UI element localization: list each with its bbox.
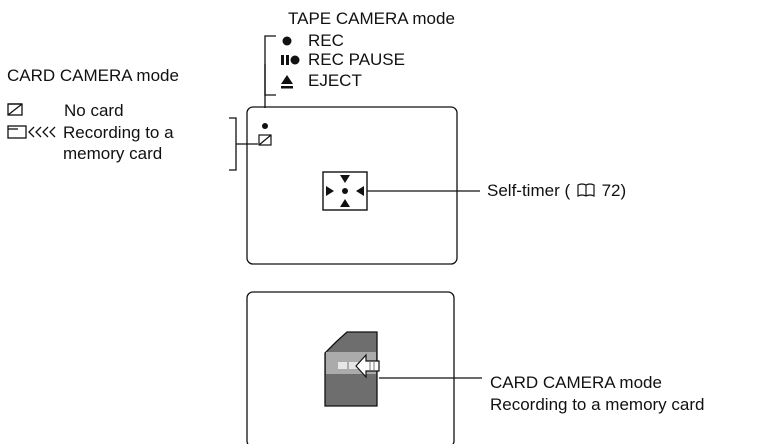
card-camera-caption-line2: Recording to a memory card [490,395,705,414]
card-camera-caption-line1: CARD CAMERA mode [490,373,662,392]
no-card-indicator-icon [258,134,272,146]
lower-screen-frame [246,291,455,444]
card-recording-icon [7,125,56,139]
self-timer-icon [322,171,368,211]
rec-pause-icon [281,55,300,65]
no-card-icon [7,103,23,116]
upper-screen-frame [246,106,458,265]
tape-mode-title: TAPE CAMERA mode [288,9,455,28]
rec-dot-icon [282,36,292,46]
tape-mode-bracket [264,35,276,108]
rec-indicator-dot [262,123,268,129]
card-recording-label-line2: memory card [63,144,163,163]
self-timer-text: Self-timer ( [487,181,571,200]
self-timer-page-ref: 72) [601,181,627,200]
card-mode-title: CARD CAMERA mode [7,66,179,85]
book-ref-icon [577,183,595,197]
eject-icon [281,75,293,89]
memory-card-icon [324,331,380,407]
rec-pause-label: REC PAUSE [308,50,405,69]
card-recording-label-line1: Recording to a [63,123,174,142]
no-card-label: No card [64,101,124,120]
rec-label: REC [308,31,344,50]
self-timer-label: Self-timer ( 72) [487,181,626,201]
card-mode-bracket [229,117,258,171]
eject-label: EJECT [308,71,362,90]
